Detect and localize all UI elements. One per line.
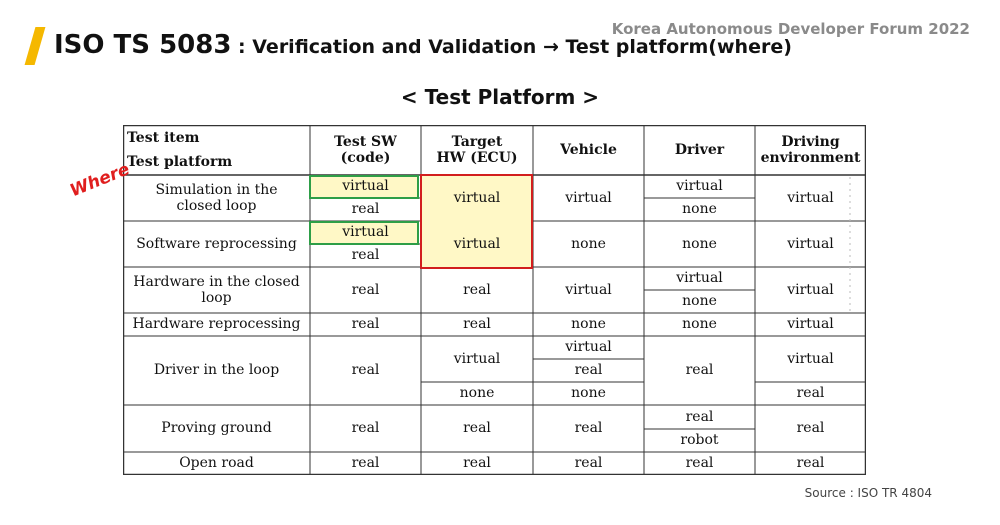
table-cell: none: [682, 201, 717, 218]
forum-name: Korea Autonomous Developer Forum 2022: [611, 20, 970, 38]
table-cell: virtual: [676, 178, 723, 195]
test-platform-table: Test item Test platform Test SW (code) T…: [123, 125, 866, 475]
table-cell: real: [463, 316, 491, 333]
table-cell: virtual: [787, 189, 834, 206]
table-cell: virtual: [787, 316, 834, 333]
table-cell: real: [796, 385, 825, 402]
table-cell: real: [796, 455, 825, 472]
table-cell: none: [571, 235, 606, 252]
table-cell: real: [351, 281, 380, 298]
header-test-sw: Test SW (code): [334, 133, 397, 166]
table-cell: real: [351, 420, 380, 437]
row-platform-label: Simulation in the closed loop: [155, 181, 278, 214]
highlight-sw-simulation: [309, 175, 419, 199]
table-cell: real: [351, 247, 380, 264]
row-platform-label: Proving ground: [161, 420, 272, 437]
table-cell: virtual: [787, 281, 834, 298]
accent-slash: [24, 27, 46, 65]
table-cell: real: [685, 362, 714, 379]
table-cell: none: [459, 385, 495, 402]
table-cell: virtual: [453, 235, 501, 252]
table-cell: virtual: [565, 189, 612, 206]
table-cell: none: [682, 293, 717, 310]
table-cell: robot: [680, 432, 719, 449]
table-cell: real: [463, 455, 491, 472]
row-platform-label: Hardware reprocessing: [132, 316, 301, 333]
highlight-target-hw: [420, 174, 533, 269]
table-cell: virtual: [453, 189, 501, 206]
highlight-sw-software-reprocessing: [309, 221, 419, 245]
table-lines: [123, 125, 866, 475]
title-sub: : Verification and Validation → Test pla…: [231, 36, 792, 58]
title-main: ISO TS 5083: [54, 30, 232, 60]
header-vehicle: Vehicle: [560, 141, 617, 158]
header-test-platform: Test platform: [127, 153, 233, 170]
table-cell: real: [351, 362, 380, 379]
table-cell: virtual: [342, 178, 389, 195]
table-cell: real: [351, 201, 380, 218]
table-cell: none: [682, 316, 717, 333]
table-cell: real: [574, 455, 603, 472]
table-cell: virtual: [453, 350, 501, 367]
table-cell: virtual: [787, 235, 834, 252]
source-note: Source : ISO TR 4804: [804, 486, 932, 500]
table-cell: real: [685, 408, 714, 425]
table-cell: real: [463, 420, 491, 437]
header-driver: Driver: [674, 141, 725, 158]
table-cell: virtual: [565, 281, 612, 298]
table-cell: real: [685, 455, 714, 472]
row-platform-label: Open road: [179, 455, 254, 472]
table-cell: real: [796, 420, 825, 437]
table-cell: virtual: [787, 350, 834, 367]
table-subtitle: < Test Platform >: [400, 85, 600, 109]
table-cell: real: [351, 455, 380, 472]
table-cell: none: [571, 385, 606, 402]
header-test-item: Test item: [127, 129, 200, 146]
table-cell: real: [574, 420, 603, 437]
slide-title: ISO TS 5083 : Verification and Validatio…: [54, 30, 792, 60]
row-platform-label: Driver in the loop: [153, 362, 280, 379]
table-cell: real: [574, 362, 603, 379]
table-cell: real: [463, 281, 491, 298]
row-platform-label: Hardware in the closed loop: [133, 273, 300, 306]
table-cell: virtual: [342, 224, 389, 241]
table-cell: none: [571, 316, 606, 333]
table-cell: virtual: [676, 270, 723, 287]
header-target-hw: Target HW (ECU): [436, 133, 518, 166]
table-cell: none: [682, 235, 717, 252]
table-cell: virtual: [565, 339, 612, 356]
header-driving-environment: Driving environment: [760, 133, 861, 166]
row-platform-label: Software reprocessing: [136, 235, 297, 252]
table-cell: real: [351, 316, 380, 333]
